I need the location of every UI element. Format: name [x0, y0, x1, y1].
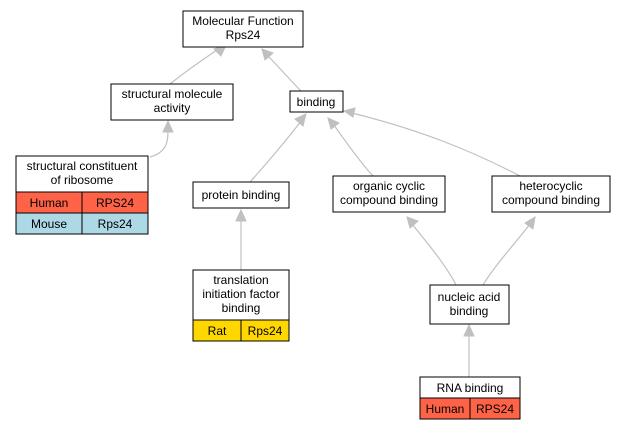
node-heterocyclic-line-1: heterocyclic — [519, 179, 582, 193]
edge-arrow — [327, 117, 340, 130]
species-organism-mouse: Mouse — [31, 217, 67, 231]
node-translation-initiation-factor-binding[interactable]: translation initiation factor binding Ra… — [192, 269, 290, 342]
edge-nucleic-acid-to-organic-cyclic — [411, 223, 457, 286]
species-cell-mouse-gene — [81, 212, 149, 235]
edge-arrow — [261, 48, 274, 61]
edge-arrow — [406, 216, 419, 229]
node-molecular-function-line-2: Rps24 — [226, 28, 261, 42]
node-binding-label: binding — [297, 95, 336, 109]
species-gene-human: RPS24 — [96, 196, 134, 210]
node-nucleic-acid-line-1: nucleic acid — [438, 290, 501, 304]
species-gene-rat: Rps24 — [248, 324, 283, 338]
species-cell-rna-human-gene — [469, 397, 521, 420]
node-heterocyclic-line-2: compound binding — [502, 193, 600, 207]
edge-arrow — [463, 323, 475, 337]
node-structural-constituent-line-1: structural constituent — [27, 159, 138, 173]
species-cell-rat-gene — [240, 319, 290, 342]
node-heterocyclic-compound-binding[interactable]: heterocyclic compound binding — [491, 175, 611, 213]
edge-binding-to-root — [265, 53, 303, 93]
node-rna-binding[interactable]: RNA binding Human RPS24 — [419, 376, 521, 420]
edge-arrow — [162, 119, 174, 133]
edge-structural-activity-to-root — [169, 47, 221, 85]
node-translation-factor-line-1: translation — [213, 273, 268, 287]
node-translation-factor-line-2: initiation factor — [202, 287, 279, 301]
edge-nucleic-acid-to-heterocyclic — [482, 223, 531, 286]
node-binding[interactable]: binding — [289, 90, 344, 113]
node-rna-binding-label: RNA binding — [437, 381, 504, 395]
node-structural-molecule-activity-line-2: activity — [154, 101, 191, 115]
node-structural-molecule-activity[interactable]: structural molecule activity — [110, 83, 234, 121]
edge-arrow — [235, 208, 247, 222]
edge-arrow — [294, 113, 307, 127]
node-nucleic-acid-line-2: binding — [450, 304, 489, 318]
species-organism-rat: Rat — [208, 324, 227, 338]
edge-arrow — [524, 216, 536, 230]
node-translation-factor-line-3: binding — [222, 301, 261, 315]
edges — [149, 44, 536, 377]
node-molecular-function[interactable]: Molecular Function Rps24 — [182, 10, 304, 48]
node-organic-cyclic-line-1: organic cyclic — [353, 179, 425, 193]
edge-heterocyclic-to-binding — [351, 112, 521, 177]
node-nucleic-acid-binding[interactable]: nucleic acid binding — [429, 284, 510, 325]
node-molecular-function-line-1: Molecular Function — [192, 14, 293, 28]
node-structural-constituent-of-ribosome[interactable]: structural constituent of ribosome Human… — [15, 155, 149, 235]
node-protein-binding[interactable]: protein binding — [192, 181, 290, 209]
edge-protein-binding-to-binding — [249, 119, 303, 183]
node-protein-binding-label: protein binding — [202, 188, 281, 202]
node-organic-cyclic-line-2: compound binding — [340, 193, 438, 207]
species-organism-rna-human: Human — [426, 402, 465, 416]
species-organism-human: Human — [30, 196, 69, 210]
node-organic-cyclic-compound-binding[interactable]: organic cyclic compound binding — [332, 175, 446, 213]
edge-organic-cyclic-to-binding — [332, 123, 374, 177]
edge-arrow — [342, 107, 356, 118]
species-gene-mouse: Rps24 — [98, 217, 133, 231]
node-structural-constituent-line-2: of ribosome — [51, 173, 114, 187]
species-gene-rna-human: RPS24 — [476, 402, 514, 416]
node-structural-molecule-activity-line-1: structural molecule — [122, 87, 223, 101]
